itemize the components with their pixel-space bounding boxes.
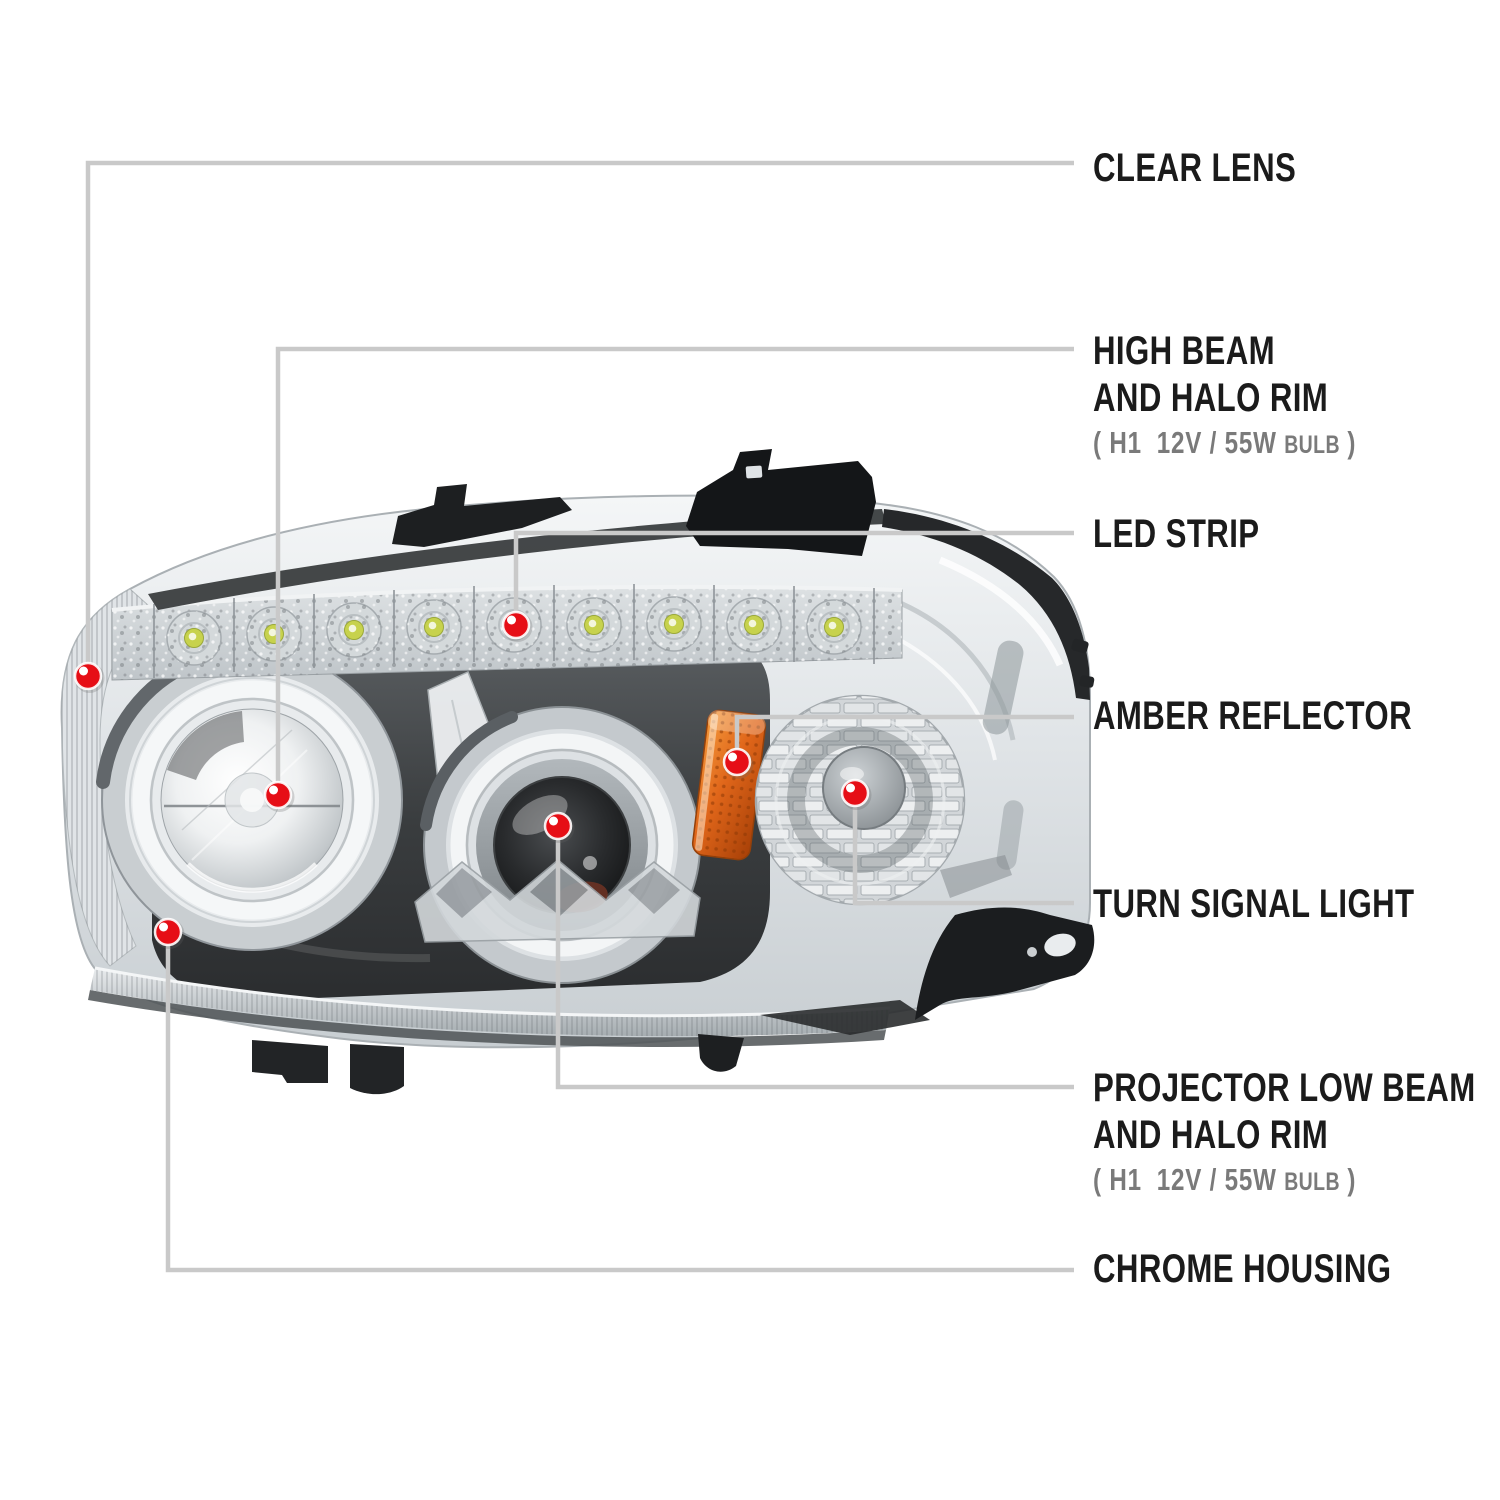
marker-chrome-housing <box>153 917 185 949</box>
label-projector-bulb-spec: ( H1 12V / 55W BULB ) <box>1093 1162 1356 1200</box>
leader-amber-reflector <box>734 714 1074 762</box>
bottom-tabs <box>252 1034 744 1095</box>
label-high-beam-bulb-spec: ( H1 12V / 55W BULB ) <box>1093 425 1356 463</box>
mounting-brackets <box>392 449 1095 700</box>
side-bracket <box>760 907 1095 1035</box>
headlight-illustration <box>60 449 1095 1095</box>
marker-turn-signal <box>840 778 872 810</box>
label-chrome-housing: CHROME HOUSING <box>1093 1246 1391 1293</box>
bulb-spec-small: BULB <box>1284 431 1340 459</box>
label-turn-signal-light: TURN SIGNAL LIGHT <box>1093 881 1415 928</box>
label-projector-low-beam: PROJECTOR LOW BEAM AND HALO RIM <box>1093 1065 1476 1159</box>
label-line: CLEAR LENS <box>1093 146 1297 190</box>
marker-high-beam <box>263 780 295 812</box>
label-line: LED STRIP <box>1093 512 1260 556</box>
label-led-strip: LED STRIP <box>1093 511 1259 558</box>
marker-amber-reflector <box>722 747 754 779</box>
label-line: CHROME HOUSING <box>1093 1247 1392 1291</box>
leader-chrome-housing <box>165 932 1074 1273</box>
marker-projector-low-beam <box>543 811 575 843</box>
label-line: AMBER REFLECTOR <box>1093 694 1413 738</box>
label-amber-reflector: AMBER REFLECTOR <box>1093 693 1412 740</box>
leader-high-beam <box>275 346 1074 795</box>
label-clear-lens: CLEAR LENS <box>1093 145 1296 192</box>
marker-led-strip <box>501 610 533 642</box>
bulb-spec-close: ) <box>1339 1162 1357 1197</box>
leader-clear-lens <box>85 160 1074 676</box>
label-line: TURN SIGNAL LIGHT <box>1093 882 1415 926</box>
label-line: AND HALO RIM <box>1093 1113 1329 1157</box>
callout-markers <box>73 610 872 949</box>
label-line: PROJECTOR LOW BEAM <box>1093 1066 1476 1110</box>
marker-clear-lens <box>73 661 105 693</box>
label-high-beam-halo: HIGH BEAM AND HALO RIM <box>1093 328 1328 422</box>
bulb-spec-close: ) <box>1339 425 1357 460</box>
leader-projector-low-beam <box>555 826 1074 1090</box>
leader-turn-signal <box>852 793 1074 906</box>
high-beam-lamp <box>96 649 403 951</box>
bulb-spec-text: ( H1 12V / 55W <box>1093 1162 1285 1197</box>
label-line: AND HALO RIM <box>1093 376 1329 420</box>
label-line: HIGH BEAM <box>1093 329 1276 373</box>
bulb-spec-small: BULB <box>1284 1168 1340 1196</box>
bulb-spec-text: ( H1 12V / 55W <box>1093 425 1285 460</box>
leader-led-strip <box>513 530 1074 625</box>
leader-lines <box>85 160 1074 1273</box>
